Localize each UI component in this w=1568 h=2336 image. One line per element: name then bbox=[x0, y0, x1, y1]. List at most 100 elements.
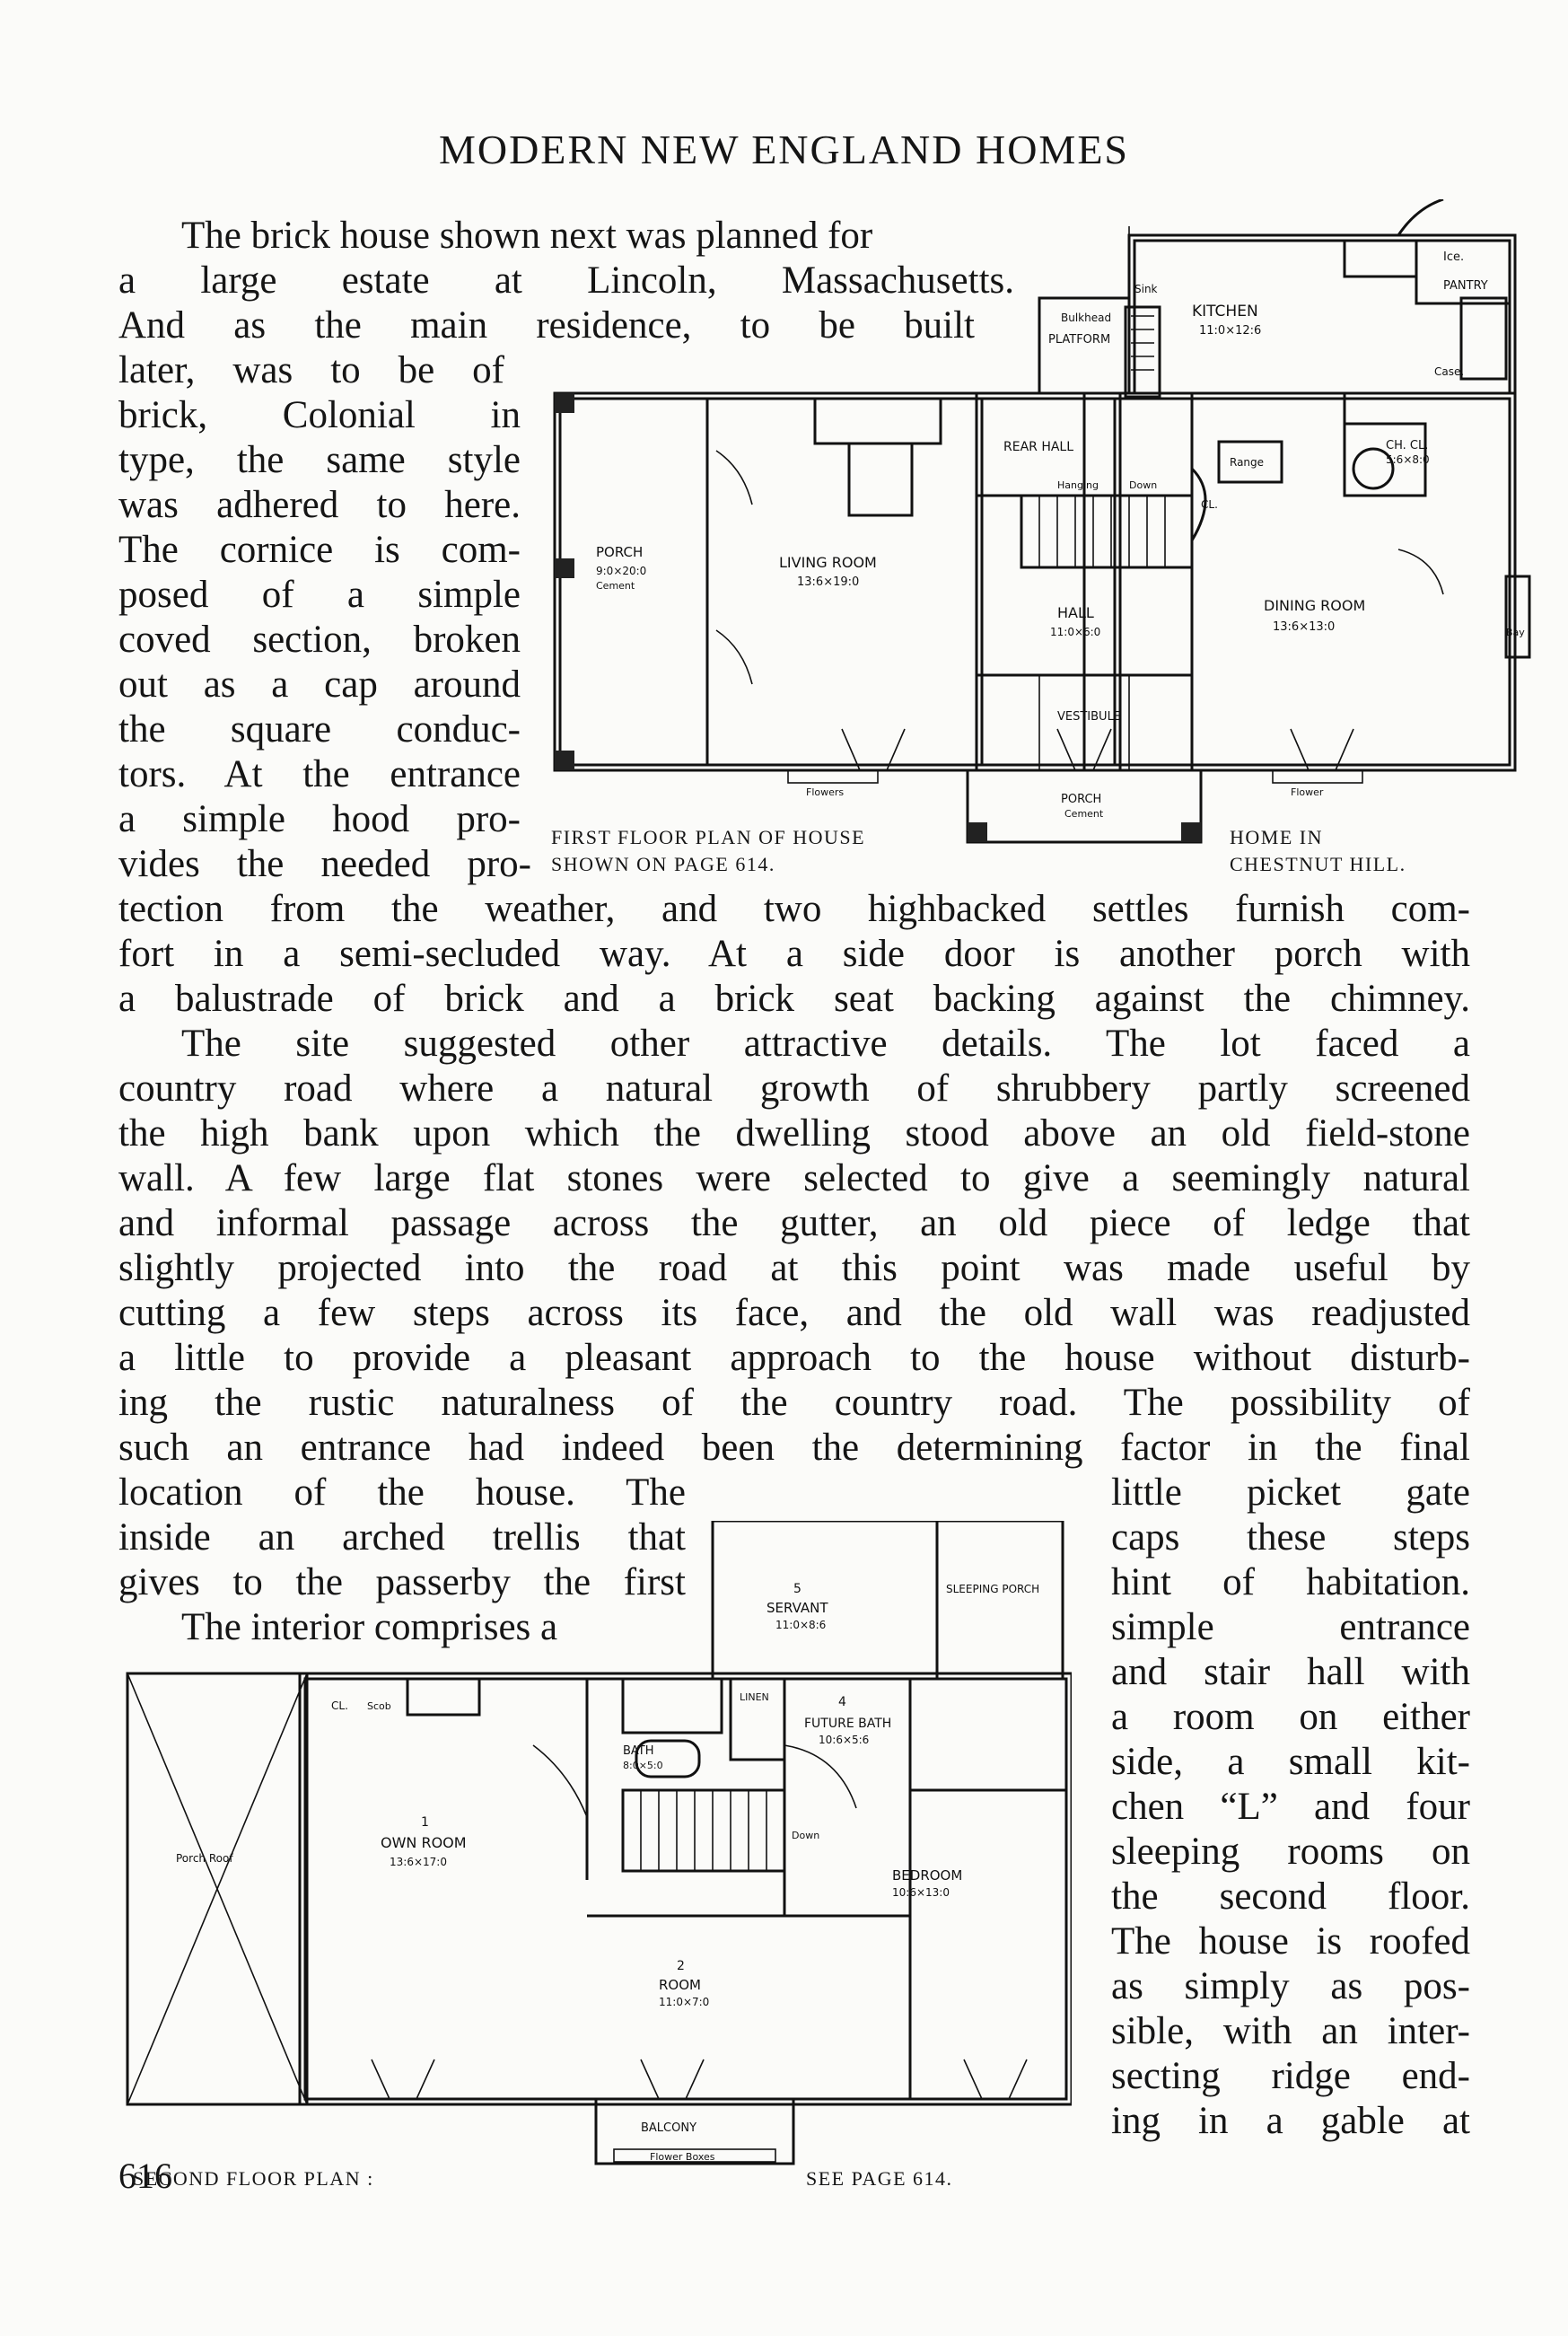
plan-label-kitchen: KITCHEN bbox=[1192, 303, 1258, 321]
text-line: caps these steps bbox=[1111, 1516, 1470, 1559]
text-line: chen “L” and four bbox=[1111, 1786, 1470, 1828]
text-line: cutting a few steps across its face, and… bbox=[118, 1292, 1470, 1334]
plan-label-flowers: Flowers bbox=[806, 786, 844, 798]
plan-label-hall: HALL bbox=[1057, 604, 1094, 621]
plan-label-vestibule: VESTIBULE bbox=[1057, 710, 1121, 724]
plan-label-down: Down bbox=[1129, 479, 1157, 491]
text-line: fort in a semi-secluded way. At a side d… bbox=[118, 933, 1470, 975]
right-column-text: little picket gate caps these steps hint… bbox=[1111, 1471, 1470, 2144]
plan-label-porch-size: 9:0×20:0 bbox=[596, 565, 646, 577]
caption-line: CHESTNUT HILL. bbox=[1230, 853, 1406, 875]
main-paragraph: tection from the weather, and two highba… bbox=[118, 887, 1470, 1471]
text-line: the second floor. bbox=[1111, 1875, 1470, 1918]
plan-label-own-room-size: 13:6×17:0 bbox=[390, 1856, 447, 1868]
text-line: and stair hall with bbox=[1111, 1651, 1470, 1693]
text-line: brick, Colonial in bbox=[118, 394, 521, 436]
text-line: a little to provide a pleasant approach … bbox=[118, 1337, 1470, 1379]
plan-label-pantry: PANTRY bbox=[1443, 279, 1488, 293]
text-line: sleeping rooms on bbox=[1111, 1831, 1470, 1873]
text-line: and informal passage across the gutter, … bbox=[118, 1202, 1470, 1244]
plan-label-linen: LINEN bbox=[740, 1691, 769, 1703]
plan-label-ice: Ice. bbox=[1443, 250, 1464, 264]
intro-paragraph: The brick house shown next was planned f… bbox=[118, 214, 1115, 887]
plan-label-own-room-num: 1 bbox=[421, 1815, 429, 1830]
text-line: sible, with an inter- bbox=[1111, 2010, 1470, 2052]
plan-label-cl: CL. bbox=[1201, 498, 1218, 511]
page-number: 616 bbox=[118, 2156, 172, 2196]
plan-label-servant-size: 11:0×8:6 bbox=[775, 1619, 826, 1631]
plan-label-balcony: BALCONY bbox=[641, 2121, 696, 2135]
see-page-caption: SEE PAGE 614. bbox=[806, 2167, 953, 2190]
text-line: The interior comprises a bbox=[181, 1606, 558, 1648]
caption-line: SHOWN ON PAGE 614. bbox=[551, 853, 775, 875]
text-line: a room on either bbox=[1111, 1696, 1470, 1738]
plan-label-bay: Bay bbox=[1506, 627, 1525, 638]
plan-label-own-room: OWN ROOM bbox=[381, 1834, 467, 1851]
plan-label-living-room-size: 13:6×19:0 bbox=[797, 575, 859, 589]
plan-label-case: Case. bbox=[1434, 365, 1464, 378]
plan-label-bedroom-size: 10:6×13:0 bbox=[892, 1886, 950, 1899]
text-line: the square conduc- bbox=[118, 708, 521, 751]
text-line: later, was to be of bbox=[118, 349, 504, 391]
text-line: The brick house shown next was planned f… bbox=[181, 215, 873, 257]
home-in-caption: HOME IN CHESTNUT HILL. bbox=[1230, 824, 1406, 878]
second-floor-caption: SECOND FLOOR PLAN : bbox=[133, 2167, 374, 2190]
plan-label-front-porch: PORCH bbox=[1061, 793, 1101, 806]
text-line: simple entrance bbox=[1111, 1606, 1470, 1648]
plan-label-ch-cl: CH. CL. bbox=[1386, 439, 1428, 452]
plan-label-down: Down bbox=[792, 1830, 819, 1841]
text-line: side, a small kit- bbox=[1111, 1741, 1470, 1783]
text-line: hint of habitation. bbox=[1111, 1561, 1470, 1603]
second-floor-plan: 5 SERVANT 11:0×8:6 SLEEPING PORCH CL. Sc… bbox=[120, 1521, 1072, 2167]
text-line: The site suggested other attractive deta… bbox=[181, 1023, 1470, 1065]
plan-label-ch-cl-size: 5:6×8:0 bbox=[1386, 453, 1430, 466]
plan-label-servant-num: 5 bbox=[793, 1582, 802, 1596]
text-line: a balustrade of brick and a brick seat b… bbox=[118, 978, 1470, 1020]
plan-label-range: Range bbox=[1230, 456, 1264, 469]
plan-label-bulkhead: Bulkhead bbox=[1061, 312, 1111, 324]
plan-label-porch: PORCH bbox=[596, 544, 643, 560]
text-line: The cornice is com- bbox=[118, 529, 521, 571]
plan-label-platform: PLATFORM bbox=[1048, 333, 1110, 347]
text-line: as simply as pos- bbox=[1111, 1965, 1470, 2007]
left-column-text: location of the house. The inside an arc… bbox=[118, 1471, 686, 1650]
plan-label-hanging: Hanging bbox=[1057, 479, 1099, 491]
plan-label-flower: Flower bbox=[1291, 786, 1324, 798]
plan-label-porch-roof: Porch Roof bbox=[176, 1852, 233, 1865]
text-line: ing the rustic naturalness of the countr… bbox=[118, 1382, 1470, 1424]
text-line: a large estate at Lincoln, Massachusetts… bbox=[118, 259, 1014, 302]
plan-label-flower-boxes: Flower Boxes bbox=[650, 2151, 715, 2163]
plan-label-servant: SERVANT bbox=[766, 1600, 828, 1616]
text-line: And as the main residence, to be built bbox=[118, 304, 975, 347]
text-line: tection from the weather, and two highba… bbox=[118, 888, 1470, 930]
plan-label-bath-size: 8:0×5:0 bbox=[623, 1760, 663, 1771]
plan-label-hall-size: 11:0×6:0 bbox=[1050, 626, 1100, 638]
plan-label-room: ROOM bbox=[659, 1977, 701, 1993]
plan-label-cl: CL. bbox=[331, 1699, 348, 1712]
plan-label-future-bath: FUTURE BATH bbox=[804, 1717, 891, 1731]
plan-label-dining-room-size: 13:6×13:0 bbox=[1273, 620, 1335, 634]
text-line: posed of a simple bbox=[118, 574, 521, 616]
text-line: type, the same style bbox=[118, 439, 521, 481]
plan-label-cement: Cement bbox=[596, 580, 635, 592]
text-line: tors. At the entrance bbox=[118, 753, 521, 795]
plan-label-room-num: 2 bbox=[677, 1959, 685, 1973]
plan-label-scob: Scob bbox=[367, 1700, 391, 1712]
text-line: ing in a gable at bbox=[1111, 2100, 1470, 2142]
text-line: slightly projected into the road at this… bbox=[118, 1247, 1470, 1289]
text-line: a simple hood pro- bbox=[118, 798, 521, 840]
plan-label-bedroom: BEDROOM bbox=[892, 1867, 962, 1884]
text-line: inside an arched trellis that bbox=[118, 1516, 686, 1559]
plan-label-room-size: 11:0×7:0 bbox=[659, 1996, 709, 2008]
plan-label-kitchen-size: 11:0×12:6 bbox=[1199, 324, 1261, 338]
plan-label-living-room: LIVING ROOM bbox=[779, 554, 877, 571]
text-line: secting ridge end- bbox=[1111, 2055, 1470, 2097]
caption-line: FIRST FLOOR PLAN OF HOUSE bbox=[551, 826, 866, 848]
running-header: MODERN NEW ENGLAND HOMES bbox=[438, 127, 1130, 172]
text-line: the high bank upon which the dwelling st… bbox=[118, 1112, 1470, 1155]
text-line: vides the needed pro- bbox=[118, 843, 531, 885]
text-line: The house is roofed bbox=[1111, 1920, 1470, 1963]
first-floor-caption: FIRST FLOOR PLAN OF HOUSE SHOWN ON PAGE … bbox=[551, 824, 865, 878]
text-line: coved section, broken bbox=[118, 619, 521, 661]
text-line: such an entrance had indeed been the det… bbox=[118, 1427, 1470, 1469]
